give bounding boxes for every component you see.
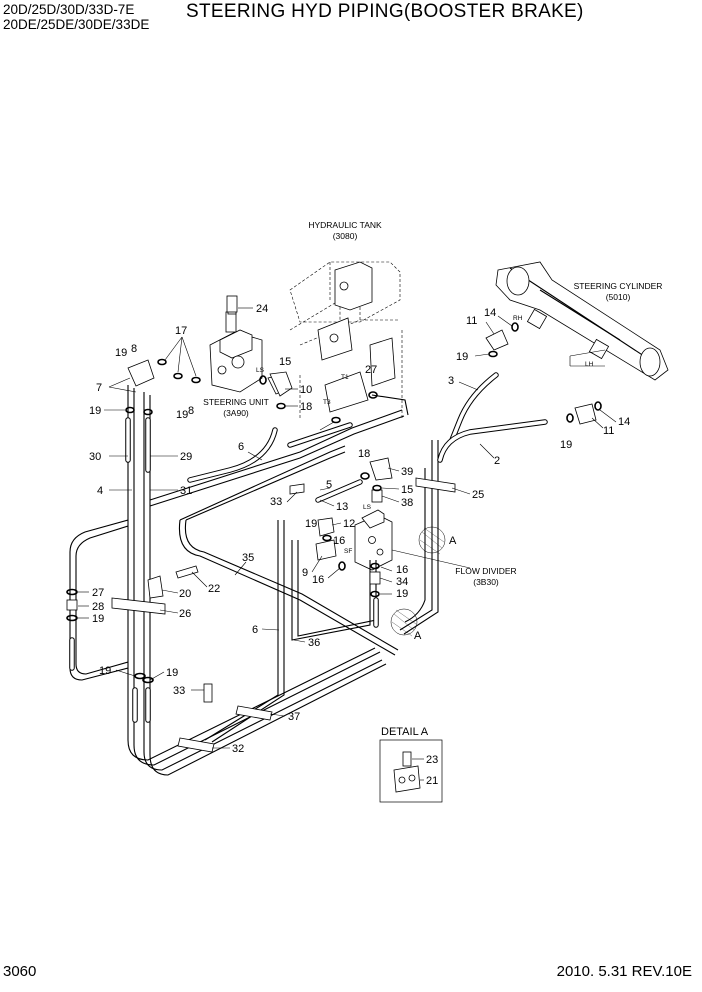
part-callout: 19 [99, 665, 111, 677]
date-revision: 2010. 5.31 REV.10E [556, 963, 692, 980]
part-callout: 6 [238, 441, 244, 453]
part-callout: 12 [343, 518, 355, 530]
part-callout: 24 [256, 303, 268, 315]
part-callout: 19 [115, 347, 127, 359]
part-callout: 18 [358, 448, 370, 460]
fittings-and-clamps [66, 295, 602, 753]
hydraulic-tank-outline [289, 261, 403, 420]
part-callout: 19 [456, 351, 468, 363]
part-callout: 2 [494, 455, 500, 467]
part-callout: 16 [396, 564, 408, 576]
part-callout: 19 [166, 667, 178, 679]
part-number-callouts: 24 17 19 8 7 15 10 18 19 19 8 30 29 6 4 … [89, 303, 630, 755]
part-callout: 32 [232, 743, 244, 755]
part-callout: 19 [176, 409, 188, 421]
detail-marker-a-1: A [449, 535, 457, 547]
part-callout: 33 [270, 496, 282, 508]
part-callout: 16 [333, 535, 345, 547]
part-callout: 7 [96, 382, 102, 394]
part-callout: 8 [188, 405, 194, 417]
part-callout: 35 [242, 552, 254, 564]
part-callout: 11 [466, 315, 477, 327]
part-callout: 28 [92, 601, 104, 613]
page-number: 3060 [3, 963, 37, 980]
part-callout: 39 [401, 466, 413, 478]
part-callout: 16 [312, 574, 324, 586]
steering-cylinder-label: STEERING CYLINDER [574, 281, 663, 291]
part-callout: 37 [288, 711, 300, 723]
part-callout: 31 [180, 485, 192, 497]
hoses [69, 372, 548, 723]
model-line-2: 20DE/25DE/30DE/33DE [3, 17, 150, 32]
detail-part-23: 23 [426, 754, 438, 766]
part-callout: 20 [179, 588, 191, 600]
detail-part-21: 21 [426, 775, 438, 787]
part-callout: 34 [396, 576, 408, 588]
detail-a-title: DETAIL A [381, 726, 429, 738]
part-callout: 36 [308, 637, 320, 649]
steering-cylinder-drawing [495, 261, 669, 381]
part-callout: 22 [208, 583, 220, 595]
flow-divider-label: FLOW DIVIDER [455, 566, 516, 576]
port-lh-label: LH [585, 361, 594, 368]
steering-unit-code: (3A90) [223, 408, 249, 418]
part-callout: 27 [365, 364, 377, 376]
part-callout: 6 [252, 624, 258, 636]
part-callout: 19 [89, 405, 101, 417]
hydraulic-tank-label: HYDRAULIC TANK [308, 220, 382, 230]
part-callout: 4 [97, 485, 103, 497]
leader-lines [78, 307, 617, 749]
port-rh-label: RH [513, 315, 523, 322]
model-line-1: 20D/25D/30D/33D-7E [3, 2, 135, 17]
port-ls-label: LS [256, 367, 265, 374]
part-callout: 10 [300, 384, 312, 396]
part-callout: 33 [173, 685, 185, 697]
part-callout: 13 [336, 501, 348, 513]
flow-divider-code: (3B30) [473, 577, 499, 587]
port-t3-label: T3 [323, 399, 331, 406]
port-t1-label: T1 [341, 374, 349, 381]
part-callout: 11 [603, 425, 614, 437]
part-callout: 3 [448, 375, 454, 387]
part-callout: 5 [326, 479, 332, 491]
part-callout: 9 [302, 567, 308, 579]
part-callout: 15 [401, 484, 413, 496]
part-callout: 14 [484, 307, 496, 319]
part-callout: 19 [305, 518, 317, 530]
part-callout: 19 [560, 439, 572, 451]
part-callout: 14 [618, 416, 630, 428]
steering-cylinder-code: (5010) [606, 292, 631, 302]
part-callout: 19 [396, 588, 408, 600]
part-callout: 18 [300, 401, 312, 413]
port-sf-label: SF [344, 548, 352, 555]
port-ls2-label: LS [363, 504, 372, 511]
hydraulic-tank-code: (3080) [333, 231, 358, 241]
part-callout: 27 [92, 587, 104, 599]
detail-marker-a-2: A [414, 630, 422, 642]
part-callout: 38 [401, 497, 413, 509]
page-title: STEERING HYD PIPING(BOOSTER BRAKE) [186, 1, 584, 22]
part-callout: 30 [89, 451, 101, 463]
flow-divider-drawing [354, 509, 393, 571]
part-callout: 17 [175, 325, 187, 337]
part-callout: 15 [279, 356, 291, 368]
part-callout: 25 [472, 489, 484, 501]
steering-unit-label: STEERING UNIT [203, 397, 269, 407]
part-callout: 8 [131, 343, 137, 355]
part-callout: 29 [180, 451, 192, 463]
detail-a-box [379, 739, 443, 803]
part-callout: 26 [179, 608, 191, 620]
part-callout: 19 [92, 613, 104, 625]
